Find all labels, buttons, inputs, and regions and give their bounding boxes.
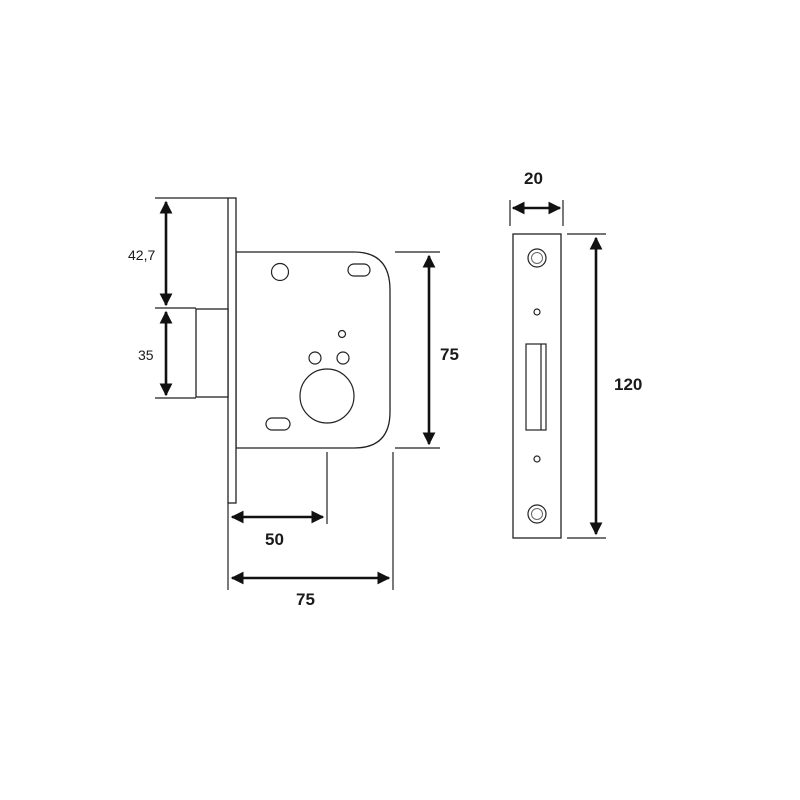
mounting-slot-top-right: [347, 263, 371, 277]
extension-lines: [155, 197, 440, 590]
faceplate-screw-hole-bottom-inner: [531, 508, 543, 520]
front-plate: [227, 197, 237, 504]
dimension-label-20: 20: [524, 169, 543, 188]
dimension-label-75-height: 75: [440, 345, 459, 364]
faceplate-small-hole-top: [533, 308, 541, 316]
lock-side-view: [195, 197, 391, 504]
pin-hole: [337, 329, 347, 339]
cylinder-small-hole-right: [336, 351, 350, 365]
faceplate-front-view: [512, 233, 562, 539]
faceplate-latch-opening: [525, 343, 547, 431]
faceplate-small-hole-bottom: [533, 455, 541, 463]
dimension-label-50: 50: [265, 530, 284, 549]
faceplate-extension-lines: [509, 200, 606, 539]
dimension-label-42-7: 42,7: [128, 247, 155, 263]
cylinder-small-hole-left: [308, 351, 322, 365]
mounting-slot-bottom-left: [265, 417, 291, 431]
dimension-label-35: 35: [138, 347, 154, 363]
dimension-label-120: 120: [614, 375, 642, 394]
cylinder-hole: [299, 368, 355, 424]
dimension-label-75-depth: 75: [296, 590, 315, 609]
latch-bolt: [195, 308, 229, 398]
mounting-hole-top-left: [270, 262, 290, 282]
faceplate-screw-hole-top-inner: [531, 252, 543, 264]
